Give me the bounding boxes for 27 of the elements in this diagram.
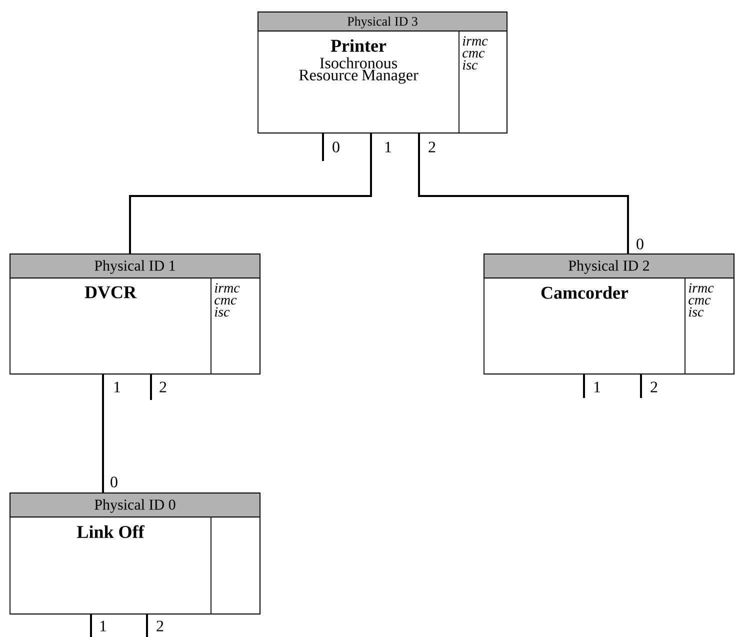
header-bar: Physical ID 2 — [484, 254, 734, 278]
capability-column: irmc cmc isc — [458, 30, 508, 134]
port-number: 0 — [636, 238, 644, 250]
device-name: Printer — [330, 39, 386, 52]
port-number: 2 — [160, 382, 166, 392]
device-role: Isochronous Resource Manager — [299, 57, 418, 84]
capability-column — [210, 516, 260, 614]
cable-line — [418, 133, 629, 254]
port-number: 2 — [428, 142, 436, 152]
capability-column: irmc cmc isc — [684, 278, 734, 374]
header-bar: Physical ID 1 — [10, 254, 260, 278]
port-number: 1 — [100, 620, 106, 632]
port-number: 0 — [332, 142, 340, 152]
port-number: 1 — [114, 382, 120, 392]
port-number: 0 — [110, 476, 118, 488]
device-name: Link Off — [77, 525, 144, 538]
cable-line — [129, 133, 372, 254]
device-name: DVCR — [84, 286, 137, 298]
header-bar: Physical ID 0 — [10, 492, 260, 518]
port-number: 2 — [156, 620, 164, 632]
capability-column: irmc cmc isc — [210, 278, 260, 374]
port-number: 1 — [385, 142, 392, 152]
cable-line — [102, 374, 104, 493]
header-bar: Physical ID 3 — [258, 12, 508, 32]
port-number: 2 — [650, 382, 658, 392]
port-number: 1 — [594, 382, 600, 392]
device-name: Camcorder — [541, 286, 628, 299]
